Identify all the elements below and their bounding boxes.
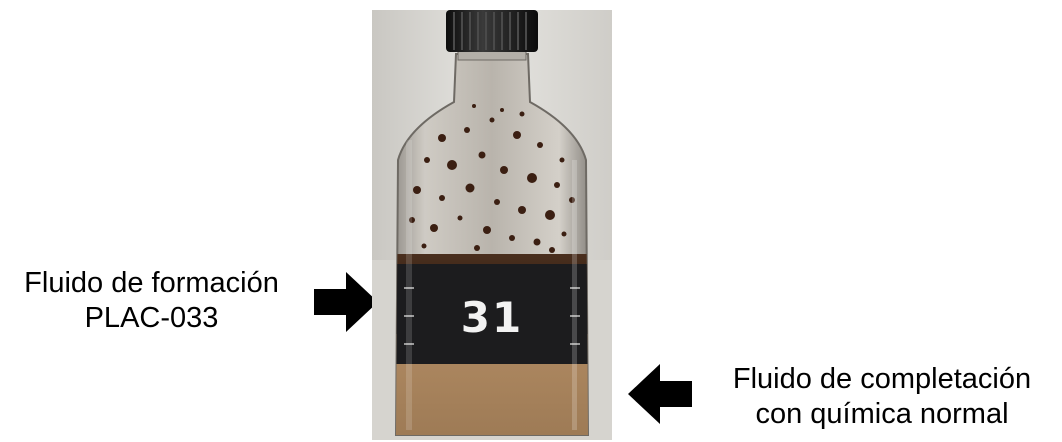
bottle-cap — [446, 10, 538, 52]
completion-fluid-label-line2: con química normal — [755, 398, 1009, 430]
formation-fluid-label-line1: Fluido de formación — [24, 267, 279, 299]
bottle-photo: 31 — [372, 10, 612, 440]
completion-fluid-label-line1: Fluido de completación — [732, 363, 1032, 395]
bottle-photo-drawing: 31 — [372, 10, 612, 440]
formation-fluid-label-line2: PLAC-033 — [84, 302, 219, 334]
arrow-left-icon — [628, 364, 692, 424]
formation-fluid-label: Fluido de formación PLAC-033 — [0, 266, 303, 336]
completion-fluid-label: Fluido de completación con química norma… — [702, 362, 1062, 432]
bottle-number-label: 31 — [461, 293, 523, 342]
arrow-right-icon — [314, 272, 378, 332]
